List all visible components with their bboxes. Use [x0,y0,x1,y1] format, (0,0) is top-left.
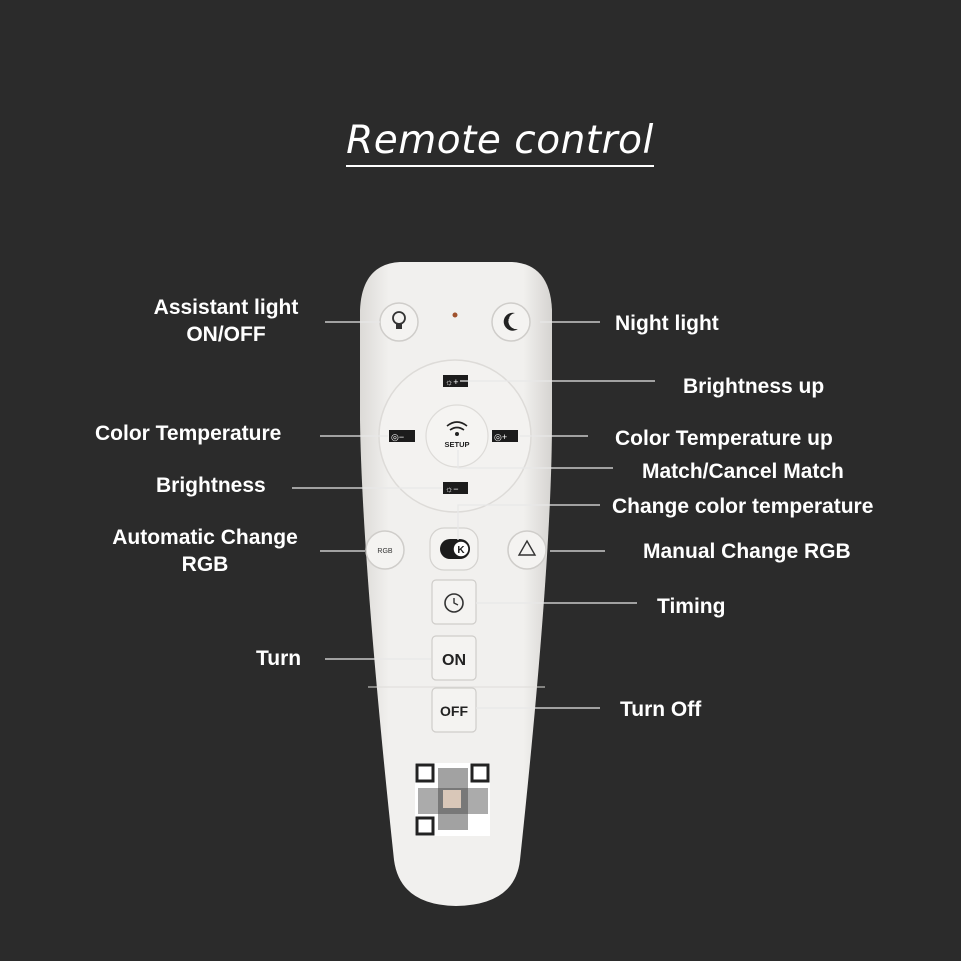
bulb-icon [392,311,406,329]
svg-text:◎+: ◎+ [494,432,507,442]
on-button[interactable]: ON [431,635,477,681]
label-turn: Turn [256,647,302,670]
off-button[interactable]: OFF [431,687,477,733]
indicator-led [452,312,458,318]
setup-button[interactable]: SETUP [425,404,489,468]
night-light-button[interactable]: ★ [491,302,531,342]
manual-rgb-button[interactable] [507,530,547,570]
svg-text:SETUP: SETUP [444,440,469,449]
label-match-cancel: Match/Cancel Match [642,460,844,483]
leader-lines [292,321,655,709]
brightness-down-button[interactable]: ☼− [443,482,468,494]
svg-text:◎−: ◎− [391,432,404,442]
svg-text:ON: ON [442,652,466,669]
page-title: Remote control [0,118,961,167]
label-change-color-temperature: Change color temperature [612,495,874,518]
svg-text:K: K [457,545,465,556]
label-manual-rgb: Manual Change RGB [643,540,851,563]
label-timing: Timing [657,595,726,618]
moon-icon [503,312,518,331]
svg-text:RGB: RGB [377,548,393,555]
automatic-rgb-button[interactable]: RGB [365,530,405,570]
qr-code [415,763,490,836]
brightness-up-button[interactable]: ☼+ [443,375,468,387]
label-brightness-up: Brightness up [683,375,825,398]
label-color-temperature-up: Color Temperature up [615,427,833,450]
timing-button[interactable] [431,579,477,625]
color-temp-down-button[interactable]: ◎− [389,430,415,442]
label-brightness: Brightness [156,474,266,497]
svg-text:OFF: OFF [440,703,468,719]
svg-text:☼+: ☼+ [445,377,459,387]
change-color-temperature-button[interactable]: K [440,539,470,559]
svg-text:☼−: ☼− [445,484,459,494]
svg-text:★: ★ [504,315,510,323]
label-turn-off: Turn Off [620,698,702,721]
color-temp-up-button[interactable]: ◎+ [492,430,518,442]
label-color-temperature: Color Temperature [95,422,282,445]
assistant-light-button[interactable] [379,302,419,342]
alarm-clock-icon [444,593,464,613]
recycle-icon [517,539,537,556]
label-night-light: Night light [615,312,719,335]
wifi-icon [446,421,468,436]
